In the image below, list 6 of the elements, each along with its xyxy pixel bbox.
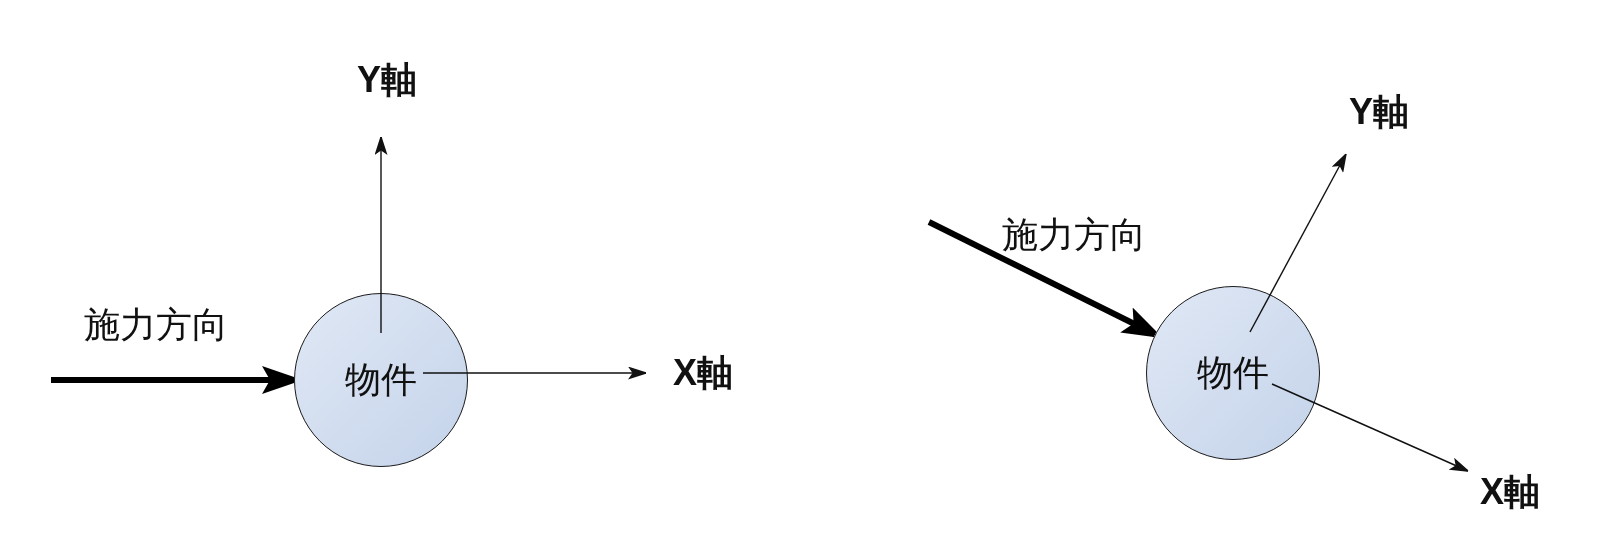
axis-label: X軸 [1480, 474, 1540, 510]
axis-label: Y軸 [357, 62, 417, 98]
axis-label: Y軸 [1349, 94, 1409, 130]
axis-label: X軸 [673, 355, 733, 391]
object-circle: 物件 [294, 293, 468, 467]
object-circle: 物件 [1146, 286, 1320, 460]
